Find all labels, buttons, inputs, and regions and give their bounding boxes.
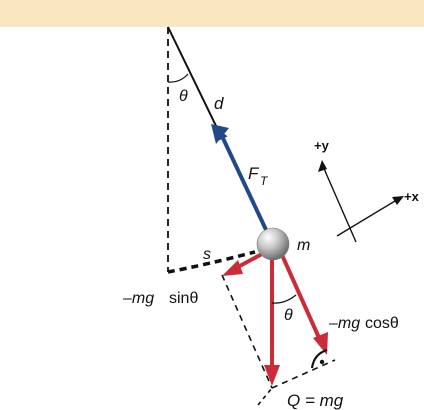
x-axis-arrowhead	[392, 196, 404, 205]
theta-arc-bottom	[271, 294, 297, 304]
x-axis-line	[336, 197, 401, 237]
theta-label-top: θ	[179, 88, 188, 105]
sin-component-fn: sinθ	[169, 290, 198, 307]
pendulum-bob	[256, 227, 290, 261]
weight-equation: Q = mg	[287, 391, 344, 410]
tension-arrow	[218, 129, 270, 235]
mass-label-m: m	[297, 237, 310, 254]
plus-y-label: +y	[314, 138, 330, 153]
ceiling-band	[0, 0, 424, 27]
pendulum-string	[167, 26, 219, 131]
theta-label-bottom: θ	[284, 307, 293, 324]
theta-arc-top	[167, 73, 189, 83]
tangential-force-arrowhead	[222, 260, 243, 276]
weight-force-arrowhead	[264, 365, 280, 386]
tangential-force-arrow	[235, 252, 263, 270]
y-axis-arrowhead	[318, 160, 327, 172]
y-axis-line	[321, 163, 357, 243]
tension-label-F: F	[248, 164, 260, 183]
cos-component-mg: –mg	[328, 315, 360, 332]
cos-component-fn: cosθ	[365, 315, 399, 332]
component-dashed-bottom	[271, 359, 336, 389]
tension-label-sub: T	[260, 174, 269, 188]
plus-x-label: +x	[404, 189, 420, 204]
component-dashed-left	[221, 274, 273, 389]
tension-arrowhead	[211, 124, 229, 144]
sin-component-mg: –mg	[122, 290, 154, 307]
component-dashed-tail	[257, 387, 273, 406]
right-angle-arc	[310, 348, 328, 369]
arc-path-s	[167, 250, 256, 274]
arc-label-s: s	[203, 246, 211, 263]
right-angle-dot	[319, 359, 325, 365]
length-label-d: d	[214, 94, 224, 113]
normal-force-arrowhead	[313, 332, 328, 355]
normal-force-arrow	[280, 254, 322, 341]
